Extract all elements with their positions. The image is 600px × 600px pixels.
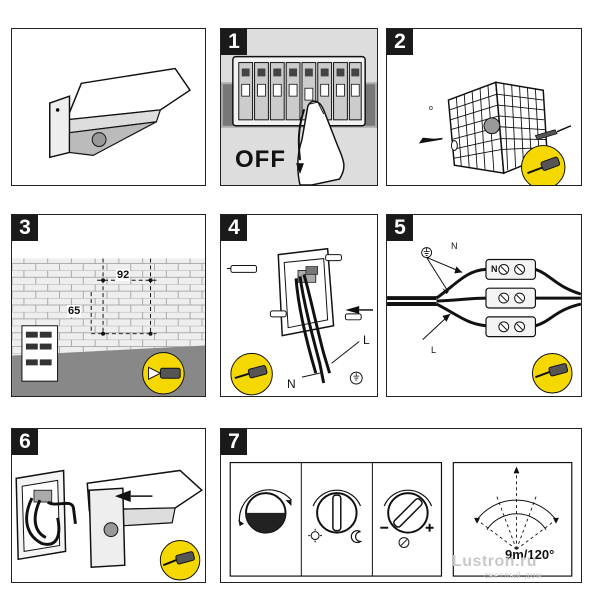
- cover-assembly-illustration: [15, 469, 203, 581]
- step-number-4: 4: [221, 215, 247, 241]
- panel-step-6-attach-cover: 6: [11, 428, 206, 583]
- lamp-illustration: [49, 67, 191, 159]
- detection-range-diagram: [452, 461, 573, 577]
- brick-wall-illustration: [12, 258, 205, 396]
- step-number-1: 1: [221, 29, 247, 55]
- panel-step-2-open-housing: 2 o: [386, 28, 582, 186]
- step-number-3: 3: [12, 215, 38, 241]
- label-line-wire: L: [363, 333, 370, 347]
- panel-step-3-drill-wall: 3 92 65: [11, 214, 206, 397]
- panel-product-view: [11, 28, 206, 186]
- step-number-6: 6: [12, 429, 38, 455]
- mounting-plate-illustration: [226, 247, 374, 396]
- breaker-panel-illustration: [221, 29, 377, 185]
- svg-text:o: o: [429, 104, 433, 112]
- sensor-settings-illustration: [229, 461, 573, 577]
- label-neutral-wire: N: [451, 241, 458, 251]
- housing-grid-illustration: o: [418, 81, 572, 185]
- step-number-7: 7: [221, 429, 247, 455]
- panel-step-5-wiring: 5 N: [386, 214, 582, 397]
- time-dial: [380, 489, 434, 548]
- sensor-head-dial: [238, 489, 292, 534]
- panel-step-7-adjust-sensor: 7: [220, 428, 582, 583]
- height-dimension-label: 65: [67, 305, 82, 317]
- panel-step-4-mount-base: 4 L N: [220, 214, 378, 397]
- step-number-2: 2: [387, 29, 413, 55]
- label-neutral-wire: N: [287, 377, 296, 391]
- detection-range-label: 9m/120°: [505, 547, 555, 562]
- label-line-wire: L: [431, 345, 437, 355]
- label-terminal-neutral: N: [491, 264, 498, 274]
- lux-dial: [308, 489, 363, 544]
- watermark-subtitle: светлый дом: [484, 571, 543, 580]
- terminal-block-illustration: [387, 247, 581, 394]
- panel-step-1-power-off: 1 OFF: [220, 28, 378, 186]
- watermark-brand: Lustron.ru: [452, 553, 537, 570]
- width-dimension-label: 92: [116, 269, 131, 281]
- off-label: OFF: [235, 146, 286, 173]
- step-number-5: 5: [387, 215, 413, 241]
